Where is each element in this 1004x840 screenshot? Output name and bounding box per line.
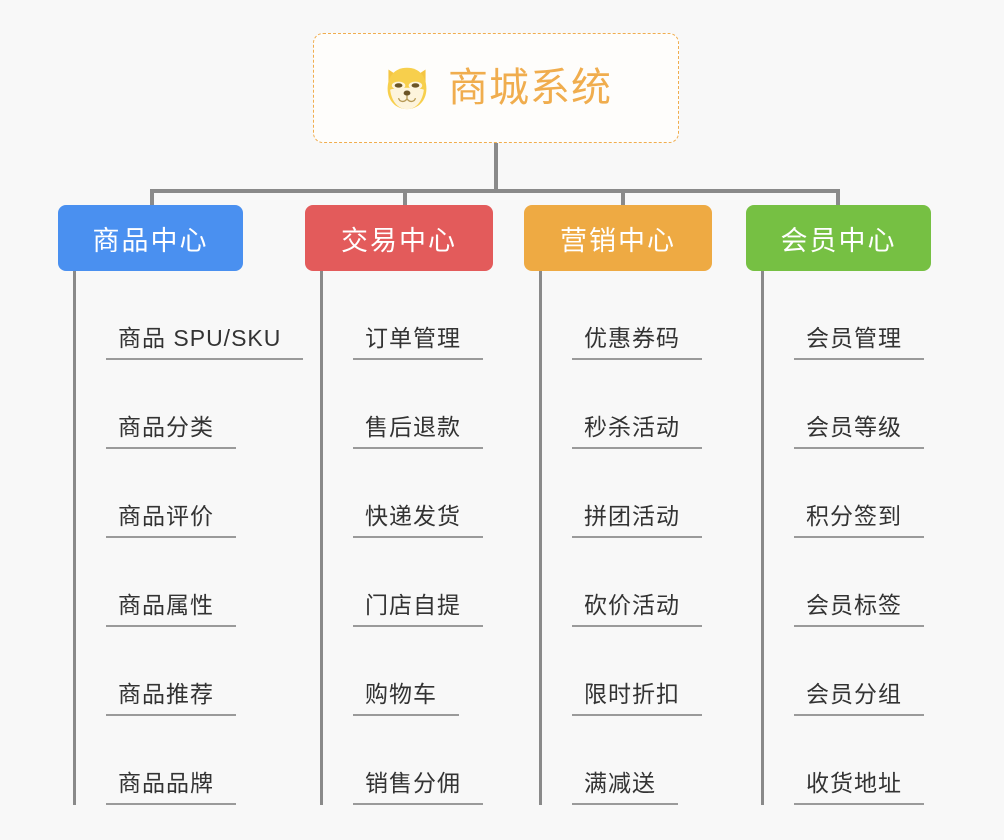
leaf-underline: 秒杀活动	[572, 414, 702, 449]
leaf-underline: 快递发货	[353, 503, 483, 538]
leaf-underline: 会员标签	[794, 592, 924, 627]
list-item[interactable]: 商品 SPU/SKU	[76, 271, 304, 360]
leaf-label: 订单管理	[365, 324, 461, 351]
list-item[interactable]: 秒杀活动	[542, 360, 749, 449]
list-item[interactable]: 会员等级	[764, 360, 976, 449]
category-header-label: 交易中心	[341, 225, 457, 256]
leaf-label: 快递发货	[365, 502, 461, 529]
list-item[interactable]: 门店自提	[323, 538, 535, 627]
category-header-trade-center[interactable]: 交易中心	[305, 205, 493, 271]
leaf-label: 商品评价	[118, 502, 214, 529]
leaf-underline: 商品品牌	[106, 770, 236, 805]
leaf-label: 满减送	[584, 769, 656, 796]
list-item[interactable]: 商品属性	[76, 538, 298, 627]
category-header-label: 会员中心	[780, 225, 897, 256]
list-item[interactable]: 商品分类	[76, 360, 298, 449]
column-spine-product-center: 商品 SPU/SKU 商品分类 商品评价 商品属性 商品推荐	[73, 271, 304, 805]
leaf-underline: 会员等级	[794, 414, 924, 449]
list-item[interactable]: 商品评价	[76, 449, 298, 538]
leaf-label: 积分签到	[806, 502, 902, 529]
leaf-label: 商品属性	[118, 591, 214, 618]
list-item[interactable]: 会员管理	[764, 271, 976, 360]
list-item[interactable]: 售后退款	[323, 360, 535, 449]
list-item[interactable]: 优惠券码	[542, 271, 749, 360]
list-item[interactable]: 积分签到	[764, 449, 976, 538]
leaf-underline: 门店自提	[353, 592, 483, 627]
root-node-mall-system[interactable]: 商城系统	[313, 33, 679, 143]
leaf-underline: 优惠券码	[572, 325, 702, 360]
leaf-underline: 商品推荐	[106, 681, 236, 716]
connector-horizontal-bus	[150, 189, 840, 193]
leaf-underline: 收货地址	[794, 770, 924, 805]
list-item[interactable]: 拼团活动	[542, 449, 749, 538]
list-item[interactable]: 砍价活动	[542, 538, 749, 627]
column-spine-member-center: 会员管理 会员等级 积分签到 会员标签 会员分组	[761, 271, 976, 805]
leaf-label: 会员管理	[806, 324, 902, 351]
leaf-label: 会员标签	[806, 591, 902, 618]
leaf-label: 商品分类	[118, 413, 214, 440]
list-item[interactable]: 购物车	[323, 627, 535, 716]
list-item[interactable]: 限时折扣	[542, 627, 749, 716]
leaf-underline: 会员管理	[794, 325, 924, 360]
list-item[interactable]: 收货地址	[764, 716, 976, 805]
category-header-member-center[interactable]: 会员中心	[746, 205, 931, 271]
leaf-label: 会员分组	[806, 680, 902, 707]
leaf-underline: 拼团活动	[572, 503, 702, 538]
connector-drop-trade-center	[403, 189, 407, 212]
column-trade-center: 交易中心 订单管理 售后退款 快递发货 门店自提	[305, 205, 535, 805]
leaf-label: 收货地址	[806, 769, 902, 796]
column-marketing-center: 营销中心 优惠券码 秒杀活动 拼团活动 砍价活动	[524, 205, 749, 805]
category-header-label: 营销中心	[560, 225, 676, 256]
leaf-label: 砍价活动	[584, 591, 680, 618]
connector-drop-member-center	[836, 189, 840, 212]
leaf-label: 商品品牌	[118, 769, 214, 796]
connector-drop-marketing-center	[621, 189, 625, 212]
leaf-label: 优惠券码	[584, 324, 680, 351]
leaf-label: 拼团活动	[584, 502, 680, 529]
leaf-label: 会员等级	[806, 413, 902, 440]
list-item[interactable]: 满减送	[542, 716, 749, 805]
leaf-underline: 商品 SPU/SKU	[106, 324, 304, 360]
leaf-underline: 销售分佣	[353, 770, 483, 805]
leaf-underline: 商品评价	[106, 503, 236, 538]
leaf-label: 门店自提	[365, 591, 461, 618]
list-item[interactable]: 销售分佣	[323, 716, 535, 805]
leaf-label: 秒杀活动	[584, 413, 680, 440]
leaf-underline: 砍价活动	[572, 592, 702, 627]
leaf-underline: 商品属性	[106, 592, 236, 627]
leaf-underline: 商品分类	[106, 414, 236, 449]
leaf-underline: 购物车	[353, 681, 459, 716]
leaf-label: 限时折扣	[584, 680, 680, 707]
leaf-underline: 会员分组	[794, 681, 924, 716]
leaf-label: 售后退款	[365, 413, 461, 440]
connector-drop-product-center	[150, 189, 154, 212]
category-header-label: 商品中心	[92, 225, 209, 256]
list-item[interactable]: 会员标签	[764, 538, 976, 627]
column-member-center: 会员中心 会员管理 会员等级 积分签到 会员标签	[746, 205, 976, 805]
root-node-label: 商城系统	[448, 66, 612, 110]
list-item[interactable]: 会员分组	[764, 627, 976, 716]
connector-root-stem	[494, 143, 498, 191]
category-header-product-center[interactable]: 商品中心	[58, 205, 243, 271]
leaf-label: 销售分佣	[365, 769, 461, 796]
leaf-label: 商品 SPU/SKU	[118, 324, 282, 351]
leaf-underline: 满减送	[572, 770, 678, 805]
leaf-underline: 限时折扣	[572, 681, 702, 716]
category-header-marketing-center[interactable]: 营销中心	[524, 205, 712, 271]
list-item[interactable]: 商品推荐	[76, 627, 298, 716]
leaf-label: 购物车	[365, 680, 437, 707]
leaf-underline: 售后退款	[353, 414, 483, 449]
leaf-label: 商品推荐	[118, 680, 214, 707]
list-item[interactable]: 商品品牌	[76, 716, 298, 805]
leaf-underline: 积分签到	[794, 503, 924, 538]
list-item[interactable]: 快递发货	[323, 449, 535, 538]
list-item[interactable]: 订单管理	[323, 271, 535, 360]
column-spine-marketing-center: 优惠券码 秒杀活动 拼团活动 砍价活动 限时折扣	[539, 271, 749, 805]
leaf-underline: 订单管理	[353, 325, 483, 360]
column-product-center: 商品中心 商品 SPU/SKU 商品分类 商品评价 商品属性	[58, 205, 304, 805]
column-spine-trade-center: 订单管理 售后退款 快递发货 门店自提 购物车	[320, 271, 535, 805]
shiba-dog-face-icon	[387, 67, 427, 110]
